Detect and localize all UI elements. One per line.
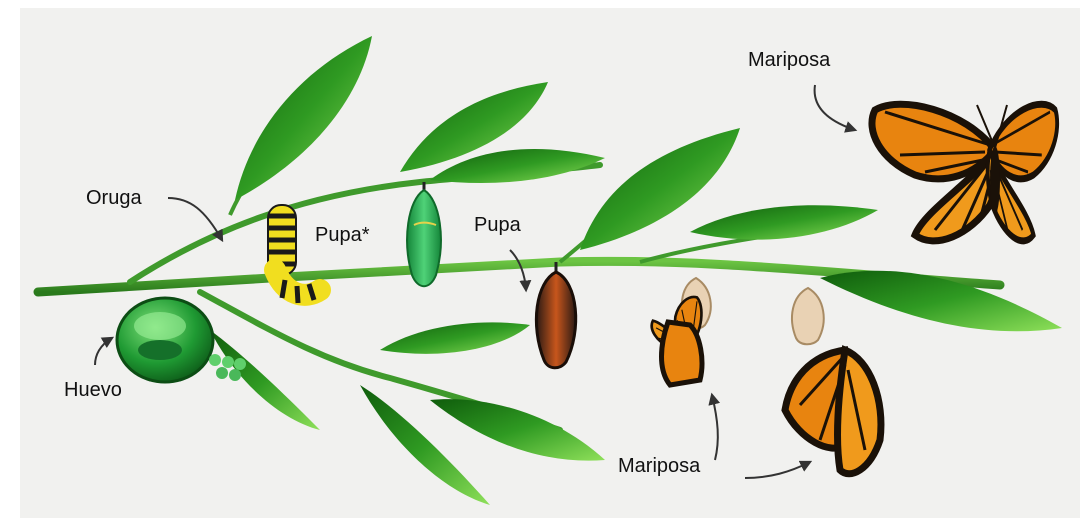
- emerging-butterfly-icon: [785, 288, 881, 474]
- label-caterpillar: Oruga: [86, 188, 142, 208]
- dark-chrysalis-icon: [536, 262, 575, 368]
- arrow-icon: [510, 250, 526, 290]
- label-adult-butterfly: Mariposa: [748, 50, 830, 70]
- label-pupa-late: Pupa: [474, 215, 521, 235]
- emerging-butterfly-icon: [648, 278, 711, 385]
- leaf-icon: [235, 36, 372, 200]
- arrow-icon: [712, 395, 718, 460]
- leaf-icon: [380, 322, 530, 353]
- leaf-icon: [690, 205, 878, 239]
- chrysalis-icon: [407, 182, 441, 286]
- label-pupa-early: Pupa*: [315, 225, 370, 245]
- label-egg: Huevo: [64, 380, 122, 400]
- caterpillar-icon: [268, 205, 320, 303]
- arrow-icon: [815, 85, 855, 130]
- empty-chrysalis-icon: [792, 288, 824, 344]
- label-emerging-butterfly: Mariposa: [618, 456, 700, 476]
- butterfly-icon: [872, 104, 1057, 241]
- arrow-icon: [745, 462, 810, 478]
- leaf-icon: [820, 271, 1062, 332]
- arrow-icon: [95, 338, 112, 365]
- leaf-icon: [430, 399, 605, 461]
- egg-icon: [117, 298, 246, 382]
